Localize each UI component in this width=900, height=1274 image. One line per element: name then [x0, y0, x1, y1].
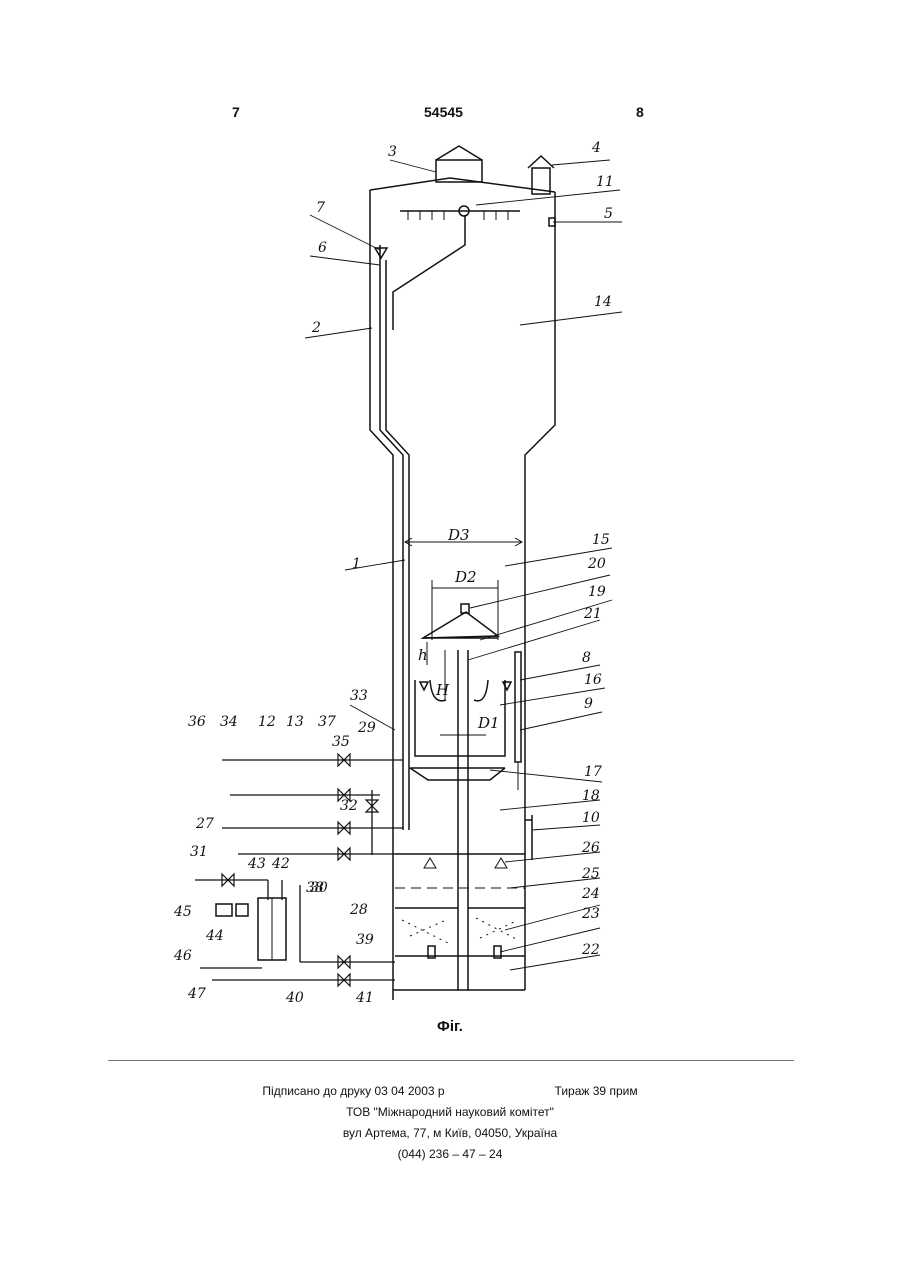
label-27: 27	[195, 816, 214, 832]
label-40: 40	[285, 990, 304, 1006]
footer-company: ТОВ "Міжнародний науковий комітет"	[0, 1105, 900, 1119]
label-16: 16	[584, 672, 602, 688]
label-13: 13	[286, 714, 304, 730]
label-36: 36	[188, 714, 206, 730]
label-4: 4	[591, 140, 601, 156]
footer-divider	[108, 1060, 794, 1061]
label-39: 39	[356, 932, 374, 948]
label-7: 7	[316, 200, 325, 216]
label-18: 18	[582, 788, 600, 804]
dim-d2: D2	[454, 568, 477, 586]
label-37: 37	[318, 714, 336, 730]
label-42: 42	[271, 856, 290, 872]
label-15: 15	[592, 532, 610, 548]
label-8: 8	[582, 650, 591, 666]
label-29: 29	[357, 720, 376, 736]
label-10: 10	[582, 810, 600, 826]
label-17: 17	[584, 764, 602, 780]
label-47: 47	[187, 986, 206, 1002]
label-9: 9	[584, 696, 593, 712]
footer-print-run: Тираж 39 прим	[555, 1084, 638, 1098]
label-6: 6	[318, 240, 327, 256]
label-46: 46	[173, 948, 192, 964]
dim-h: h	[418, 646, 428, 664]
label-35: 35	[332, 734, 350, 750]
label-28: 28	[349, 902, 368, 918]
label-19: 19	[588, 584, 606, 600]
label-20: 20	[587, 556, 606, 572]
label-44: 44	[205, 928, 224, 944]
label-2: 2	[311, 320, 321, 336]
label-5: 5	[604, 206, 613, 222]
footer-phone: (044) 236 – 47 – 24	[0, 1147, 900, 1161]
label-23: 23	[581, 906, 600, 922]
label-25: 25	[581, 866, 600, 882]
dim-d1: D1	[477, 714, 500, 732]
label-38: 38	[306, 880, 324, 896]
label-22: 22	[581, 942, 600, 958]
label-34: 34	[220, 714, 238, 730]
dim-d3: D3	[447, 526, 470, 544]
label-45: 45	[173, 904, 192, 920]
label-26: 26	[581, 840, 600, 856]
label-21: 21	[583, 606, 602, 622]
label-11: 11	[596, 174, 614, 190]
label-32: 32	[340, 798, 358, 814]
label-3: 3	[388, 144, 397, 160]
dim-h-upper: H	[435, 681, 450, 699]
label-31: 31	[190, 844, 208, 860]
footer-address: вул Артема, 77, м Київ, 04050, Україна	[0, 1126, 900, 1140]
footer-line-signed: Підписано до друку 03 04 2003 р Тираж 39 …	[0, 1084, 900, 1098]
label-14: 14	[594, 294, 612, 310]
label-41: 41	[355, 990, 374, 1006]
label-24: 24	[581, 886, 600, 902]
label-33: 33	[350, 688, 368, 704]
label-43: 43	[247, 856, 266, 872]
figure-caption: Фіг.	[0, 1018, 900, 1035]
label-1: 1	[352, 556, 361, 572]
label-12: 12	[258, 714, 276, 730]
footer-signed: Підписано до друку 03 04 2003 р	[262, 1084, 444, 1098]
